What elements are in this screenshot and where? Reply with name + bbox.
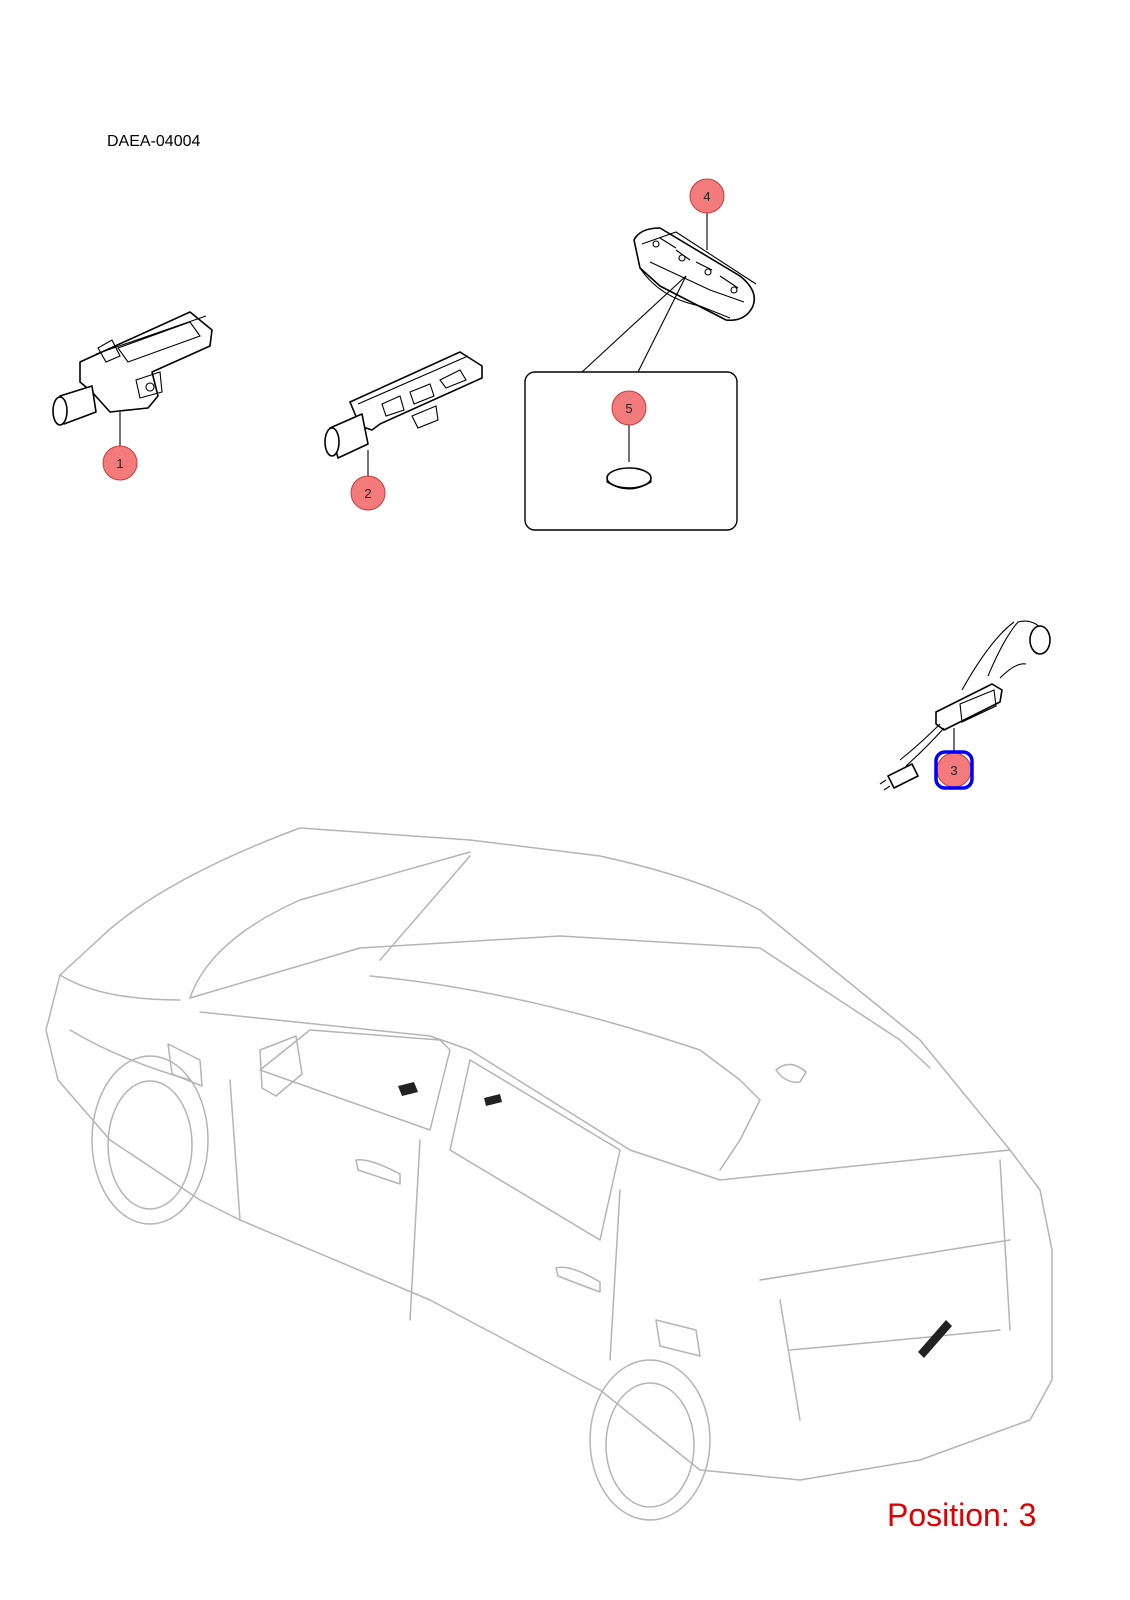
diagram-code: DAEA-04004	[107, 133, 201, 150]
callout-3-label: 3	[950, 763, 957, 778]
position-label: Position: 3	[887, 1497, 1037, 1533]
callout-1-label: 1	[116, 456, 123, 471]
callout-3[interactable]: 3	[934, 750, 974, 790]
part-5-coin-battery[interactable]	[606, 420, 652, 490]
part-1-antenna-bracket[interactable]	[52, 311, 213, 447]
callout-5[interactable]: 5	[611, 390, 647, 426]
callout-5-label: 5	[625, 401, 632, 416]
callout-2[interactable]: 2	[350, 475, 386, 511]
part-3-wired-antenna[interactable]	[879, 620, 1051, 791]
inset-battery-box	[524, 371, 738, 531]
selected-highlight	[934, 750, 974, 790]
part-2-antenna[interactable]	[324, 351, 483, 476]
callout-4[interactable]: 4	[689, 178, 725, 214]
callout-4-label: 4	[703, 189, 710, 204]
callout-2-label: 2	[364, 486, 371, 501]
part-4-smart-key[interactable]	[581, 211, 757, 373]
callout-1[interactable]: 1	[102, 445, 138, 481]
vehicle-outline	[45, 827, 1053, 1521]
